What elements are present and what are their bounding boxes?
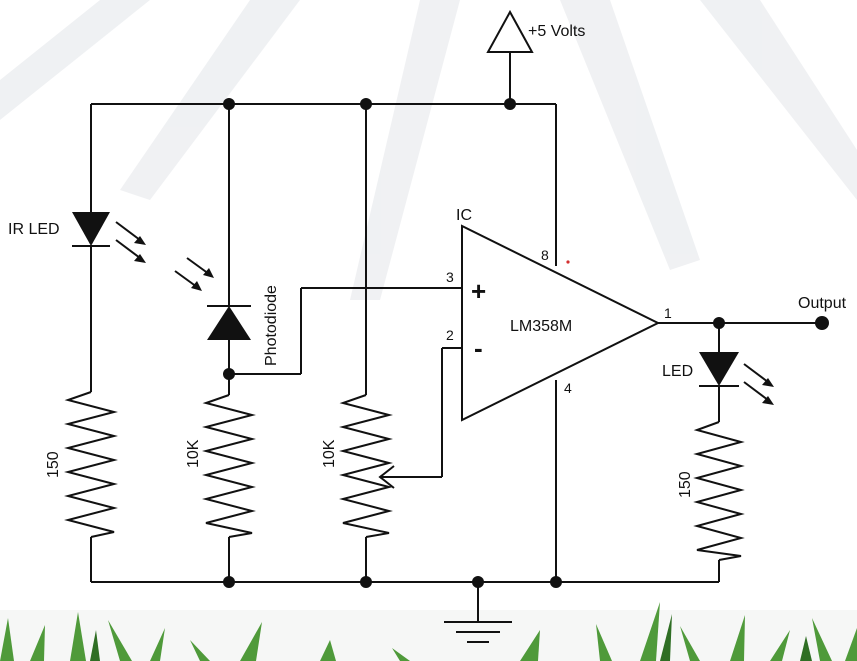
pin-8-label: 8 (541, 247, 549, 263)
output-label: Output (798, 295, 847, 312)
photodiode-icon (174, 257, 251, 340)
resistor-150-label: 150 (45, 451, 62, 478)
potentiometer-wiper-icon (378, 465, 402, 489)
ir-led-diode-icon (72, 212, 146, 263)
resistor-led-150-label: 150 (677, 471, 694, 498)
supply-arrow-icon (486, 9, 534, 53)
potentiometer-icon (339, 394, 393, 538)
red-dot (566, 260, 570, 264)
potentiometer-10k-label: 10K (321, 439, 338, 468)
led-label: LED (662, 363, 693, 380)
chip-label: LM358M (510, 318, 572, 335)
output-led-diode-icon (699, 352, 774, 405)
grass-icon (0, 602, 857, 661)
ir-led-label: IR LED (8, 221, 60, 238)
resistor-10k-icon (202, 394, 256, 538)
resistor-led-150-icon (693, 421, 745, 561)
pin-1-label: 1 (664, 305, 672, 321)
pin-2-label: 2 (446, 327, 454, 343)
resistors (64, 391, 745, 561)
op-amp-icon (461, 224, 661, 422)
plus-sign: + (471, 276, 486, 306)
supply-label: +5 Volts (528, 23, 585, 40)
pin-4-label: 4 (564, 380, 572, 396)
pin-3-label: 3 (446, 269, 454, 285)
junction-dots (223, 98, 829, 588)
resistor-10k-label: 10K (185, 439, 202, 468)
resistor-150-icon (64, 391, 118, 538)
wires (90, 52, 822, 622)
photodiode-label: Photodiode (263, 285, 280, 366)
ground-icon (444, 621, 512, 643)
ic-label: IC (456, 207, 472, 224)
minus-sign: - (474, 333, 483, 363)
background-rays (0, 0, 857, 300)
